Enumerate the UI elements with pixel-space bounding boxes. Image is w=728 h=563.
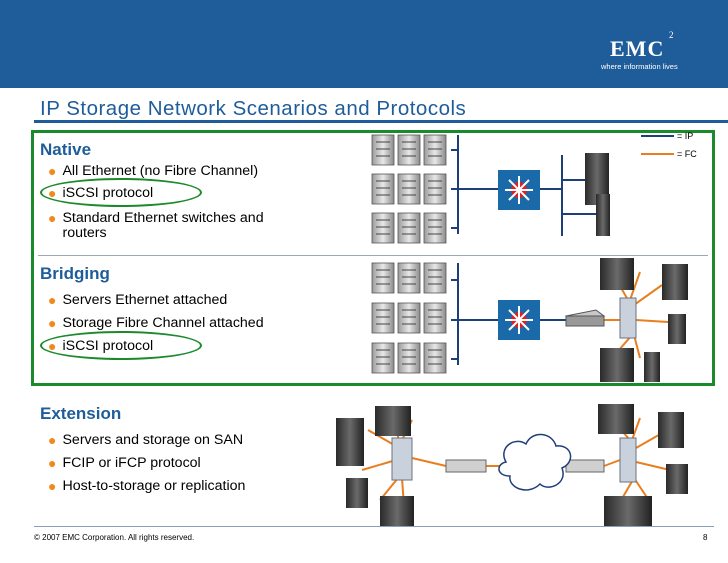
bullet-dot-icon: ● — [48, 292, 57, 308]
storage-array-icon — [596, 194, 610, 236]
footer-copyright: © 2007 EMC Corporation. All rights reser… — [34, 533, 195, 542]
bullet-dot-icon: ● — [48, 478, 57, 494]
server-icon — [371, 342, 395, 374]
bullet-dot-icon: ● — [48, 210, 57, 226]
emc-logo: EMC — [610, 36, 665, 61]
bullet-dot-icon: ● — [48, 315, 57, 331]
server-icon — [336, 418, 364, 466]
ip-network-cloud-icon — [498, 433, 572, 491]
legend-fc-label: = FC — [677, 149, 697, 159]
server-icon — [423, 302, 447, 334]
iscsi-bridge-icon — [564, 309, 606, 327]
storage-array-icon — [644, 352, 660, 382]
server-icon — [371, 302, 395, 334]
server-icon — [423, 173, 447, 205]
legend-ip-label: = IP — [677, 131, 694, 141]
footer-divider — [34, 526, 714, 527]
section-title-bridging: Bridging — [40, 264, 110, 283]
ethernet-switch-icon — [498, 170, 540, 210]
server-icon — [423, 212, 447, 244]
fcip-gateway-icon — [565, 459, 605, 473]
storage-array-icon — [604, 496, 652, 526]
server-icon — [346, 478, 368, 508]
server-icon — [666, 464, 688, 494]
server-icon — [371, 173, 395, 205]
server-icon — [397, 342, 421, 374]
bullet-dot-icon: ● — [48, 455, 57, 471]
server-icon — [658, 412, 684, 448]
server-icon — [371, 134, 395, 166]
bullet-extension-1: ●Servers and storage on SAN — [48, 432, 244, 448]
storage-array-icon — [600, 348, 634, 382]
bullet-native-3: ●Standard Ethernet switches and routers — [48, 210, 264, 241]
bullet-dot-icon: ● — [48, 163, 57, 179]
server-icon — [397, 262, 421, 294]
server-clusters — [371, 134, 447, 374]
emc-tagline: where information lives — [601, 62, 678, 71]
emc-logo-superscript: 2 — [669, 30, 674, 40]
fc-switch-icon — [619, 297, 637, 339]
header-bar: EMC 2 where information lives — [0, 0, 728, 88]
server-icon — [423, 262, 447, 294]
server-icon — [397, 173, 421, 205]
storage-array-icon — [380, 496, 414, 526]
fcip-gateway-icon — [445, 459, 487, 473]
fc-switch-icon — [391, 437, 413, 481]
title-underline — [34, 120, 728, 123]
bullet-extension-3: ●Host-to-storage or replication — [48, 478, 246, 494]
storage-array-icon — [668, 314, 686, 344]
storage-array-icon — [375, 406, 411, 436]
storage-array-icon — [600, 258, 634, 290]
extension-diagram — [336, 404, 688, 526]
storage-array-icon — [598, 404, 634, 434]
bullet-dot-icon: ● — [48, 432, 57, 448]
server-icon — [371, 262, 395, 294]
highlight-oval-native — [40, 178, 202, 207]
bridging-diagram — [451, 258, 688, 382]
native-diagram — [451, 135, 610, 236]
server-icon — [423, 134, 447, 166]
highlight-box — [31, 130, 715, 386]
server-icon — [371, 212, 395, 244]
highlight-oval-bridging — [40, 331, 202, 360]
ethernet-switch-icon — [498, 300, 540, 340]
section-divider — [38, 255, 708, 256]
server-icon — [397, 212, 421, 244]
storage-array-icon — [662, 264, 688, 300]
bullet-bridging-1: ●Servers Ethernet attached — [48, 292, 228, 308]
bullet-bridging-2: ●Storage Fibre Channel attached — [48, 315, 264, 331]
section-title-extension: Extension — [40, 404, 122, 423]
server-icon — [423, 342, 447, 374]
bullet-native-1: ●All Ethernet (no Fibre Channel) — [48, 163, 259, 179]
page-number: 8 — [703, 533, 708, 542]
slide-title: IP Storage Network Scenarios and Protoco… — [40, 97, 467, 120]
section-title-native: Native — [40, 140, 92, 159]
server-icon — [397, 134, 421, 166]
fc-switch-icon — [619, 437, 637, 483]
server-icon — [397, 302, 421, 334]
bullet-extension-2: ●FCIP or iFCP protocol — [48, 455, 201, 471]
